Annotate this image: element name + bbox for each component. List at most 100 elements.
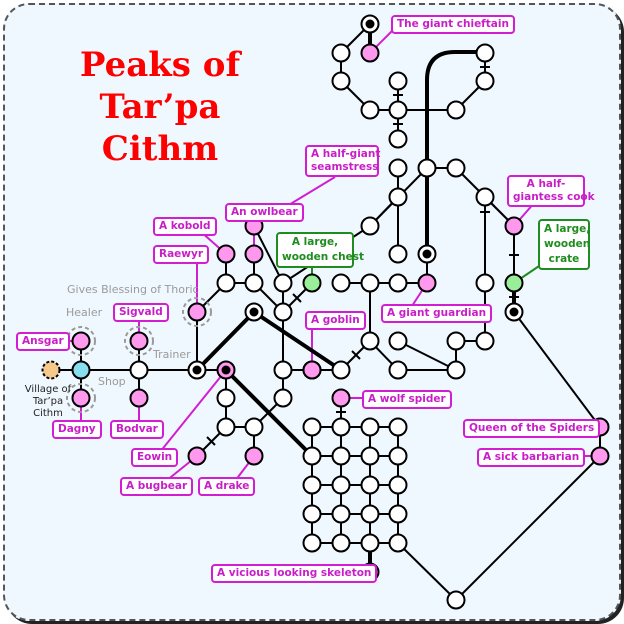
- label-bugbear[interactable]: A bugbear: [120, 477, 194, 496]
- portal-dot: [509, 307, 519, 317]
- label-sigvald[interactable]: Sigvald: [113, 303, 169, 322]
- room-node: [331, 417, 351, 437]
- room-node: [360, 533, 380, 553]
- room-node: [302, 533, 322, 553]
- room-node: [388, 504, 408, 524]
- portal-dot: [221, 365, 231, 375]
- room-node: [360, 273, 380, 293]
- room-node: [446, 590, 466, 610]
- label-giant-chieftain[interactable]: The giant chieftain: [391, 15, 515, 34]
- room-node: [360, 100, 380, 120]
- label-bodvar[interactable]: Bodvar: [110, 420, 164, 439]
- room-node: [446, 331, 466, 351]
- room-node: [244, 417, 264, 437]
- room-node: [388, 158, 408, 178]
- room-node: [475, 273, 495, 293]
- room-node: [388, 273, 408, 293]
- room-node: [331, 71, 351, 91]
- label-wooden-chest[interactable]: A large, wooden chest: [276, 232, 364, 268]
- room-node: [388, 244, 408, 264]
- label-queen-spiders[interactable]: Queen of the Spiders: [463, 419, 601, 438]
- room-node: [360, 446, 380, 466]
- room-node: [475, 187, 495, 207]
- room-node: [331, 475, 351, 495]
- label-owlbear[interactable]: An owlbear: [225, 203, 304, 222]
- shop-node: [71, 360, 91, 380]
- label-line: seamstress: [311, 161, 379, 173]
- room-node: [360, 216, 380, 236]
- label-line: giantess cook: [513, 191, 595, 203]
- room-node: [331, 273, 351, 293]
- room-node: [216, 417, 236, 437]
- label-dagny[interactable]: Dagny: [52, 420, 102, 439]
- label-line: A half-giant: [311, 148, 381, 160]
- label-half-giant-seamstress[interactable]: A half-giant seamstress: [305, 145, 381, 177]
- map-title: Peaks of Tar’pa Cithm: [40, 44, 280, 170]
- label-goblin[interactable]: A goblin: [305, 311, 366, 330]
- label-line: A half-: [526, 178, 566, 190]
- npc-node: [244, 446, 264, 466]
- label-wooden-crate[interactable]: A large, wooden crate: [538, 219, 590, 270]
- label-line: wooden chest: [282, 251, 364, 263]
- item-node: [302, 273, 322, 293]
- npc-node: [129, 331, 149, 351]
- room-node: [273, 302, 293, 322]
- npc-node: [331, 388, 351, 408]
- label-drake[interactable]: A drake: [198, 477, 256, 496]
- room-node: [216, 388, 236, 408]
- note-blessing: Gives Blessing of Thoric: [67, 283, 199, 296]
- portal-path: [425, 50, 485, 254]
- npc-node: [187, 302, 207, 322]
- room-node: [216, 273, 236, 293]
- room-node: [331, 360, 351, 380]
- room-node: [388, 71, 408, 91]
- label-kobold[interactable]: A kobold: [153, 217, 217, 236]
- graph-edge: [397, 542, 457, 601]
- label-skeleton[interactable]: A vicious looking skeleton: [211, 564, 378, 583]
- label-eowin[interactable]: Eowin: [131, 448, 179, 467]
- room-node: [388, 417, 408, 437]
- label-line: wooden: [544, 238, 591, 250]
- portal-path: [195, 310, 256, 372]
- label-raewyr[interactable]: Raewyr: [153, 245, 210, 264]
- room-node: [388, 533, 408, 553]
- room-node: [273, 360, 293, 380]
- label-line: A large,: [544, 223, 591, 235]
- lock-mark: [292, 293, 302, 303]
- label-ansgar[interactable]: Ansgar: [16, 332, 70, 351]
- npc-node: [302, 360, 322, 380]
- room-node: [302, 504, 322, 524]
- label-line: crate: [548, 253, 580, 265]
- label-sick-barbarian[interactable]: A sick barbarian: [477, 448, 586, 467]
- label-giant-guardian[interactable]: A giant guardian: [381, 304, 493, 323]
- npc-node: [590, 446, 610, 466]
- room-node: [388, 331, 408, 351]
- npc-node: [417, 273, 437, 293]
- room-node: [446, 360, 466, 380]
- village-start-node: [41, 360, 61, 380]
- title-line-1: Peaks of: [79, 45, 241, 85]
- room-node: [388, 100, 408, 120]
- title-line-2: Tar’pa Cithm: [99, 87, 221, 169]
- room-node: [446, 158, 466, 178]
- npc-node: [504, 216, 524, 236]
- label-half-giantess-cook[interactable]: A half- giantess cook: [507, 175, 595, 207]
- label-wolf-spider[interactable]: A wolf spider: [362, 390, 452, 409]
- room-node: [417, 158, 437, 178]
- room-node: [360, 475, 380, 495]
- village-label: Village of Tar’pa Cithm: [18, 384, 78, 420]
- npc-node: [244, 244, 264, 264]
- special-ring: [124, 326, 154, 356]
- room-node: [331, 43, 351, 63]
- room-node: [273, 273, 293, 293]
- room-node: [388, 446, 408, 466]
- room-node: [273, 388, 293, 408]
- lock-mark: [351, 350, 361, 360]
- special-ring: [182, 297, 212, 327]
- room-node: [388, 360, 408, 380]
- item-node: [504, 273, 524, 293]
- note-shop: Shop: [98, 375, 126, 388]
- village-line-1: Village of: [24, 384, 72, 395]
- label-connector: [159, 369, 227, 453]
- room-node: [446, 100, 466, 120]
